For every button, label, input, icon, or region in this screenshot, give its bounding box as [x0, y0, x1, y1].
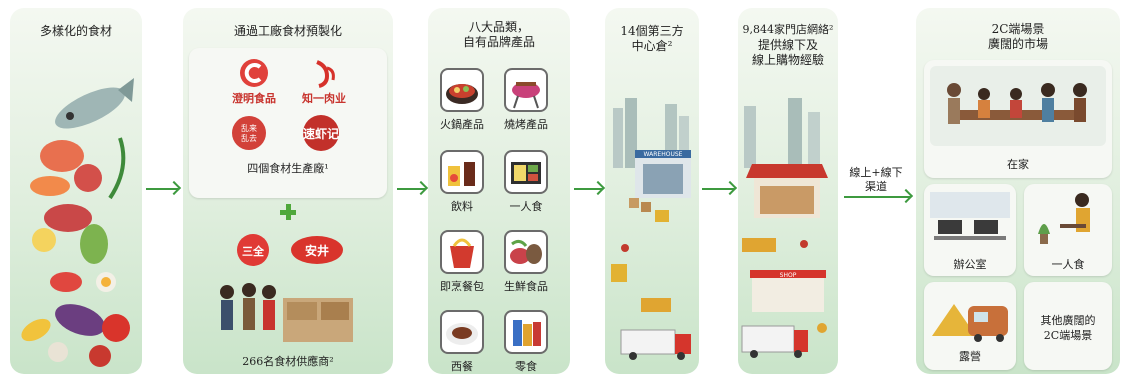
- home-card: 在家: [924, 60, 1112, 178]
- scenarios-title-line2: 廣闊的市場: [987, 37, 1048, 51]
- bbq-tile: [504, 68, 548, 112]
- camping-scene: [932, 304, 1008, 342]
- other-label-line1: 其他廣闊的: [1040, 314, 1096, 327]
- factory-panel: 通過工廠食材預製化 澄明食品 知一肉业 乱来 乱去 速虾记 四個食材生產廠¹ 三…: [183, 8, 393, 374]
- stores-illustration: SHOP: [741, 98, 828, 358]
- stores-panel: 9,844家門店網絡² 提供線下及 線上購物經驗 SHOP: [738, 8, 838, 374]
- svg-text:三全: 三全: [242, 244, 265, 258]
- home-label: 在家: [1007, 158, 1029, 171]
- anjing-logo: 安井: [291, 236, 343, 264]
- plus-icon: [280, 204, 296, 220]
- office-label: 辦公室: [953, 258, 987, 271]
- camping-card: 露營: [924, 282, 1016, 370]
- other-label-line2: 2C端場景: [1043, 329, 1093, 342]
- svg-text:乱去: 乱去: [241, 133, 257, 143]
- zhiyi-logo-mark: [316, 60, 335, 88]
- svg-text:安井: 安井: [305, 243, 329, 258]
- warehouse-title-line1: 14個第三方: [620, 24, 684, 38]
- meal-kit-tile: [440, 230, 484, 274]
- drinks-tile: [440, 150, 484, 194]
- warehouse-sign: WAREHOUSE: [644, 151, 683, 158]
- meal-kit-label: 即烹餐包: [440, 280, 484, 293]
- zhaolai-logo: 乱来 乱去: [232, 116, 266, 150]
- solo-meal-label: 一人食: [509, 200, 543, 213]
- snacks-label: 零食: [515, 360, 537, 373]
- warehouse-title-line2: 中心倉²: [631, 39, 673, 53]
- snacks-tile: [504, 310, 548, 354]
- flow-arrow-2: [397, 188, 425, 190]
- solo-meal-tile: [504, 150, 548, 194]
- factory-title: 通過工廠食材預製化: [233, 24, 342, 38]
- stores-title-line2: 提供線下及: [757, 38, 818, 52]
- shop-sign: SHOP: [780, 272, 797, 279]
- office-card: 辦公室: [924, 184, 1016, 276]
- suppliers-label: 266名食材供應商²: [242, 355, 334, 368]
- stores-title-line3: 線上購物經驗: [751, 53, 824, 67]
- scenarios-panel: 2C端場景 廣闊的市場 在家 辦公室: [916, 8, 1120, 374]
- channel-label-line1: 線上+線下: [849, 166, 903, 179]
- chengming-logo: 澄明食品: [232, 92, 276, 105]
- solo-card: 一人食: [1024, 184, 1112, 276]
- categories-panel: 八大品類， 自有品牌產品 火鍋產品 燒烤產品 飲料 一人食 即烹餐包 生鮮食品 …: [428, 8, 570, 374]
- factories-card: 澄明食品 知一肉业 乱来 乱去 速虾记 四個食材生產廠¹: [189, 48, 387, 198]
- other-card: 其他廣闊的 2C端場景: [1024, 282, 1112, 370]
- zhiyi-logo: 知一肉业: [302, 92, 346, 105]
- solo-label: 一人食: [1051, 258, 1085, 271]
- stores-title-line1: 9,844家門店網絡²: [742, 23, 834, 36]
- office-scene: [930, 192, 1010, 240]
- hotpot-tile: [440, 68, 484, 112]
- warehouse-illustration: WAREHOUSE: [611, 98, 691, 360]
- factories-label: 四個食材生產廠¹: [247, 162, 329, 175]
- ingredients-title: 多樣化的食材: [39, 24, 112, 38]
- flow-arrow-5: [844, 196, 910, 198]
- scenarios-title-line1: 2C端場景: [991, 22, 1045, 36]
- solo-scene: [1038, 193, 1090, 244]
- fresh-food-tile: [504, 230, 548, 274]
- suxiaji-logo: 速虾记: [303, 115, 339, 151]
- channel-label-line2: 渠道: [865, 180, 887, 193]
- svg-text:乱来: 乱来: [241, 123, 257, 133]
- chengming-logo-mark: [240, 59, 268, 87]
- ingredients-illustration: [21, 78, 134, 367]
- western-label: 西餐: [451, 360, 473, 373]
- suppliers-illustration: [220, 283, 353, 342]
- flow-arrow-3: [574, 188, 602, 190]
- flow-arrow-1: [146, 188, 178, 190]
- fresh-food-label: 生鮮食品: [504, 280, 548, 293]
- svg-text:速虾记: 速虾记: [303, 126, 339, 141]
- home-scene: [930, 66, 1106, 146]
- flow-arrow-4: [702, 188, 734, 190]
- hotpot-label: 火鍋產品: [440, 118, 484, 131]
- western-tile: [440, 310, 484, 354]
- camping-label: 露營: [959, 350, 981, 363]
- sanquan-logo: 三全: [237, 234, 269, 266]
- categories-title-line2: 自有品牌產品: [462, 35, 535, 49]
- drinks-label: 飲料: [451, 200, 473, 213]
- warehouse-panel: 14個第三方 中心倉² WAREHOUSE: [605, 8, 699, 374]
- ingredients-panel: 多樣化的食材: [10, 8, 142, 374]
- bbq-label: 燒烤產品: [504, 118, 548, 131]
- categories-title-line1: 八大品類，: [468, 20, 529, 34]
